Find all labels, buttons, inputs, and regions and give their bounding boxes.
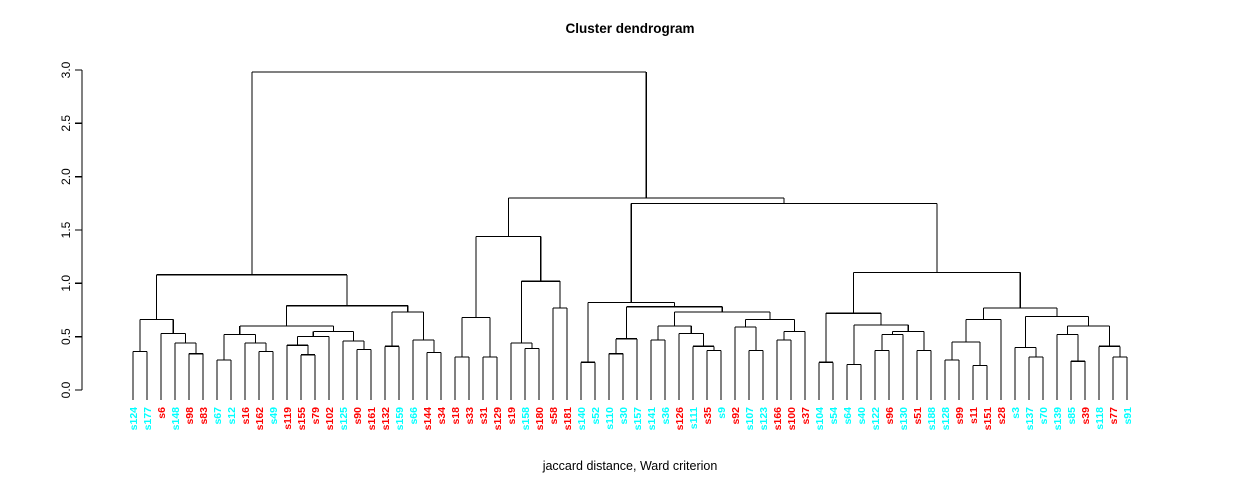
leaf-label: s123 (758, 407, 770, 431)
y-tick-label: 3.0 (59, 61, 73, 78)
leaf-label: s90 (352, 407, 364, 425)
leaf-label: s77 (1108, 407, 1120, 425)
leaf-label: s99 (954, 407, 966, 425)
leaf-label: s137 (1024, 407, 1036, 431)
leaf-label: s141 (646, 407, 658, 431)
leaf-label: s28 (996, 407, 1008, 425)
leaf-label: s124 (128, 407, 140, 431)
y-tick-label: 0.0 (59, 381, 73, 398)
leaf-label: s36 (660, 407, 672, 425)
leaf-label: s118 (1094, 407, 1106, 430)
leaf-label: s35 (702, 407, 714, 425)
leaf-label: s139 (1052, 407, 1064, 431)
y-tick-label: 2.0 (59, 168, 73, 185)
leaf-label: s110 (604, 407, 616, 430)
leaf-label: s96 (884, 407, 896, 425)
leaf-label: s129 (492, 407, 504, 431)
leaf-label: s155 (296, 407, 308, 431)
y-tick-label: 1.5 (59, 221, 73, 238)
leaf-label: s30 (618, 407, 630, 425)
leaf-label: s9 (716, 407, 728, 419)
leaf-label: s51 (912, 407, 924, 425)
leaf-label: s181 (562, 407, 574, 431)
leaf-label: s33 (464, 407, 476, 425)
leaf-label: s98 (184, 407, 196, 425)
leaf-label: s67 (212, 407, 224, 425)
leaf-label: s39 (1080, 407, 1092, 425)
leaf-label: s79 (310, 407, 322, 425)
leaf-label: s54 (828, 407, 840, 425)
leaf-label: s92 (730, 407, 742, 425)
leaf-label: s111 (688, 407, 700, 429)
plot-title: Cluster dendrogram (565, 21, 694, 36)
leaf-label: s132 (380, 407, 392, 431)
leaf-label: s157 (632, 407, 644, 431)
leaf-label: s166 (772, 407, 784, 431)
leaf-label: s126 (674, 407, 686, 431)
leaf-label: s3 (1010, 407, 1022, 419)
leaf-label: s11 (968, 407, 980, 424)
leaf-label: s125 (338, 407, 350, 431)
leaf-label: s49 (268, 407, 280, 425)
leaf-label: s85 (1066, 407, 1078, 425)
leaf-label: s162 (254, 407, 266, 431)
leaf-label: s70 (1038, 407, 1050, 425)
leaf-label: s180 (534, 407, 546, 431)
leaf-label: s119 (282, 407, 294, 430)
leaf-label: s58 (548, 407, 560, 425)
leaf-label: s31 (478, 407, 490, 425)
leaf-label: s130 (898, 407, 910, 431)
y-tick-label: 1.0 (59, 275, 73, 292)
leaf-label: s19 (506, 407, 518, 425)
leaf-label: s159 (394, 407, 406, 431)
leaf-label: s151 (982, 407, 994, 431)
leaf-label: s122 (870, 407, 882, 431)
leaf-label: s66 (408, 407, 420, 425)
leaf-label: s16 (240, 407, 252, 425)
x-axis-label: jaccard distance, Ward criterion (542, 459, 718, 473)
leaf-label: s148 (170, 407, 182, 431)
leaf-label: s6 (156, 407, 168, 419)
leaf-label: s177 (142, 407, 154, 431)
leaf-label: s144 (422, 407, 434, 431)
leaf-label: s158 (520, 407, 532, 431)
leaf-label: s100 (786, 407, 798, 431)
leaf-label: s140 (576, 407, 588, 431)
y-tick-label: 0.5 (59, 328, 73, 345)
leaf-label: s34 (436, 407, 448, 425)
leaf-label: s102 (324, 407, 336, 431)
leaf-label: s64 (842, 407, 854, 425)
dendrogram-tree (132, 71, 1128, 400)
leaf-label: s91 (1122, 407, 1134, 425)
leaf-label: s104 (814, 407, 826, 431)
leaf-label: s161 (366, 407, 378, 431)
leaf-label: s128 (940, 407, 952, 431)
leaf-label: s83 (198, 407, 210, 425)
leaf-label: s52 (590, 407, 602, 425)
y-axis: 0.0 0.5 1.0 1.5 2.0 2.5 3.0 (59, 61, 83, 398)
y-tick-label: 2.5 (59, 115, 73, 132)
leaf-label: s40 (856, 407, 868, 425)
leaf-label: s37 (800, 407, 812, 425)
leaf-label: s188 (926, 407, 938, 431)
leaf-label: s12 (226, 407, 238, 425)
leaf-label: s18 (450, 407, 462, 425)
leaf-label: s107 (744, 407, 756, 431)
